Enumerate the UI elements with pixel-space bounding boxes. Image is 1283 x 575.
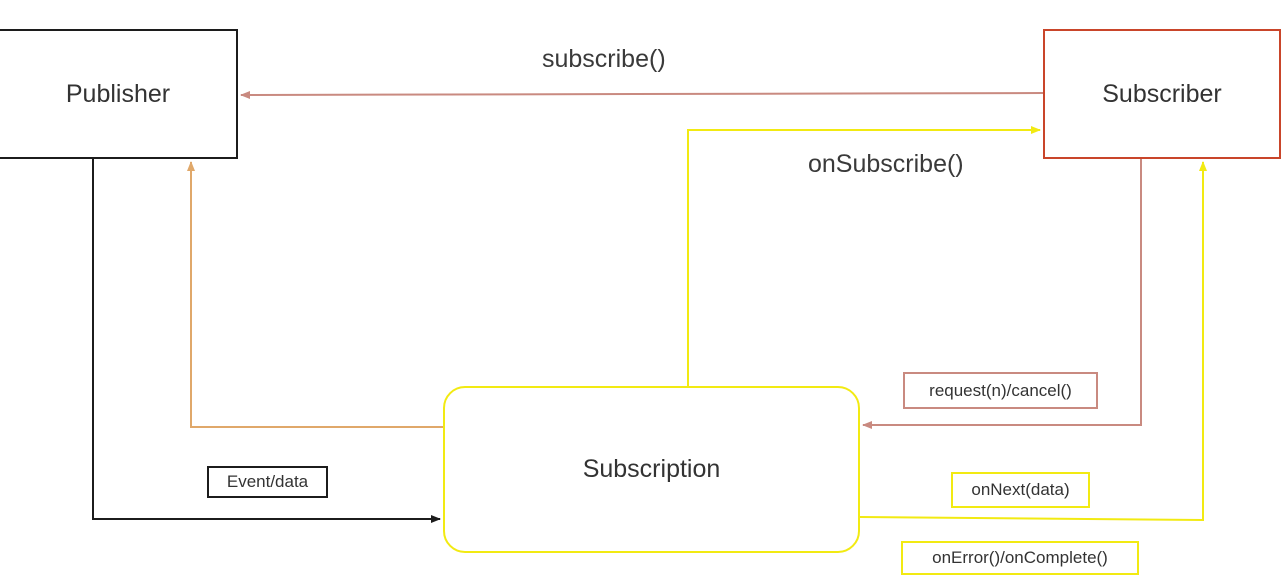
edge-subscription-to-publisher (187, 161, 443, 428)
subscription-node: Subscription (443, 386, 860, 553)
subscription-label: Subscription (582, 455, 721, 483)
on-subscribe-label: onSubscribe() (808, 150, 964, 178)
publisher-node: Publisher (0, 29, 238, 159)
on-next-tag: onNext(data) (951, 472, 1090, 508)
subscribe-label: subscribe() (542, 45, 666, 73)
subscriber-label: Subscriber (1102, 79, 1222, 108)
edge-on-next (859, 161, 1207, 522)
request-cancel-tag: request(n)/cancel() (903, 372, 1098, 409)
edge-request-cancel (862, 159, 1142, 429)
edge-on-subscribe (687, 126, 1041, 386)
edge-event-data (92, 159, 441, 523)
subscriber-node: Subscriber (1043, 29, 1281, 159)
edge-subscribe (240, 90, 1044, 99)
publisher-label: Publisher (65, 79, 171, 108)
event-data-tag: Event/data (207, 466, 328, 498)
on-error-complete-tag: onError()/onComplete() (901, 541, 1139, 575)
